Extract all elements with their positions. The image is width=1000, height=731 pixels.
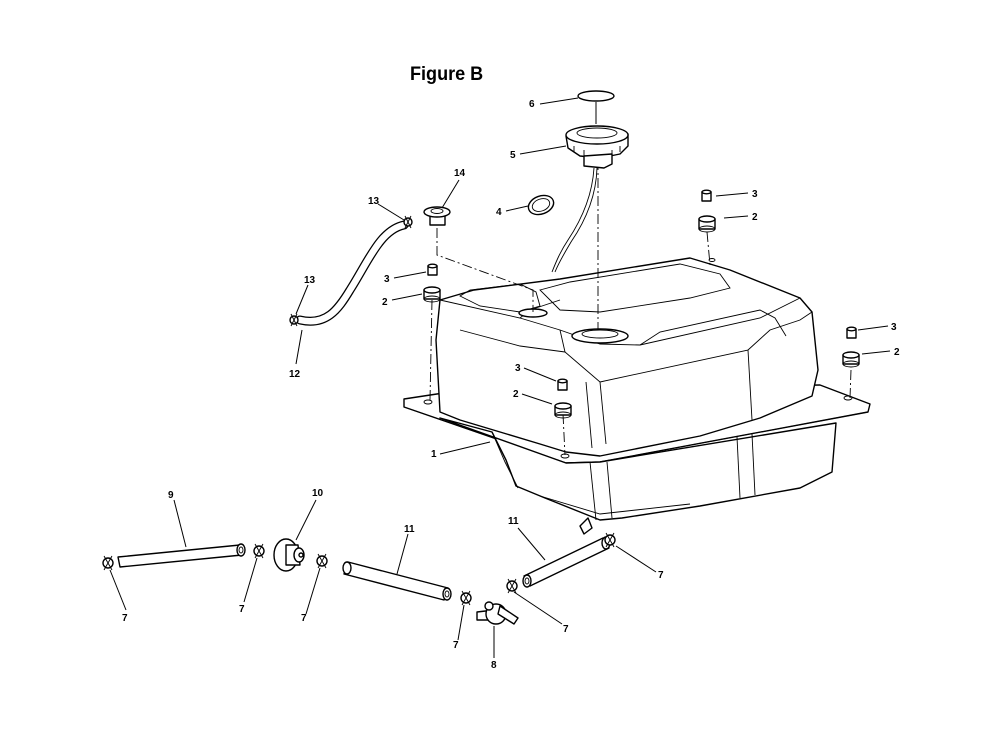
callout-14: 14 <box>454 168 466 179</box>
callout-7: 7 <box>563 624 569 635</box>
fuel-cap-part-5[interactable] <box>565 125 629 169</box>
grommet-part-2[interactable] <box>423 215 860 419</box>
callout-7: 7 <box>122 613 128 624</box>
callout-3: 3 <box>891 322 897 333</box>
fuel-hose-part-9[interactable] <box>117 543 246 568</box>
callout-3: 3 <box>752 189 758 200</box>
callout-13: 13 <box>304 275 316 286</box>
callout-8: 8 <box>491 660 497 671</box>
callout-7: 7 <box>658 570 664 581</box>
callout-2: 2 <box>382 297 388 308</box>
fuel-tank[interactable] <box>403 257 871 535</box>
fuel-hose-part-11[interactable] <box>342 561 452 601</box>
callout-2: 2 <box>752 212 758 223</box>
leader-lines <box>109 97 891 658</box>
callout-13: 13 <box>368 196 380 207</box>
callout-3: 3 <box>515 363 521 374</box>
hose-clamp-part-7[interactable] <box>102 532 616 606</box>
figure-title: Figure B <box>410 64 484 85</box>
callout-11: 11 <box>508 516 519 527</box>
callout-1: 1 <box>431 449 437 460</box>
callout-12: 12 <box>289 369 301 380</box>
callout-11: 11 <box>404 524 415 535</box>
callout-4: 4 <box>496 207 502 218</box>
cap-chain <box>551 167 598 273</box>
shutoff-valve-part-8[interactable] <box>476 601 519 625</box>
callout-3: 3 <box>384 274 390 285</box>
hose-clamp-part-13[interactable] <box>289 215 413 327</box>
o-ring-part-4[interactable] <box>526 192 557 218</box>
alignment-lines <box>429 160 852 456</box>
vent-fitting-part-14[interactable] <box>423 206 451 226</box>
callout-5: 5 <box>510 150 516 161</box>
callout-6: 6 <box>529 99 535 110</box>
callout-10: 10 <box>312 488 324 499</box>
callout-7: 7 <box>301 613 307 624</box>
cap-gasket-part-6[interactable] <box>577 90 615 102</box>
fuel-hose-part-11-b[interactable] <box>522 536 611 588</box>
callout-7: 7 <box>239 604 245 615</box>
spacer-part-3[interactable] <box>427 189 857 391</box>
callout-labels: 1 2 2 2 2 3 3 3 3 4 5 6 7 7 7 7 7 7 8 9 … <box>122 99 900 671</box>
callout-2: 2 <box>894 347 900 358</box>
callout-7: 7 <box>453 640 459 651</box>
callout-2: 2 <box>513 389 519 400</box>
vent-hose-part-12[interactable] <box>295 220 409 326</box>
callout-9: 9 <box>168 490 174 501</box>
fuel-filter-part-10[interactable] <box>273 538 305 572</box>
